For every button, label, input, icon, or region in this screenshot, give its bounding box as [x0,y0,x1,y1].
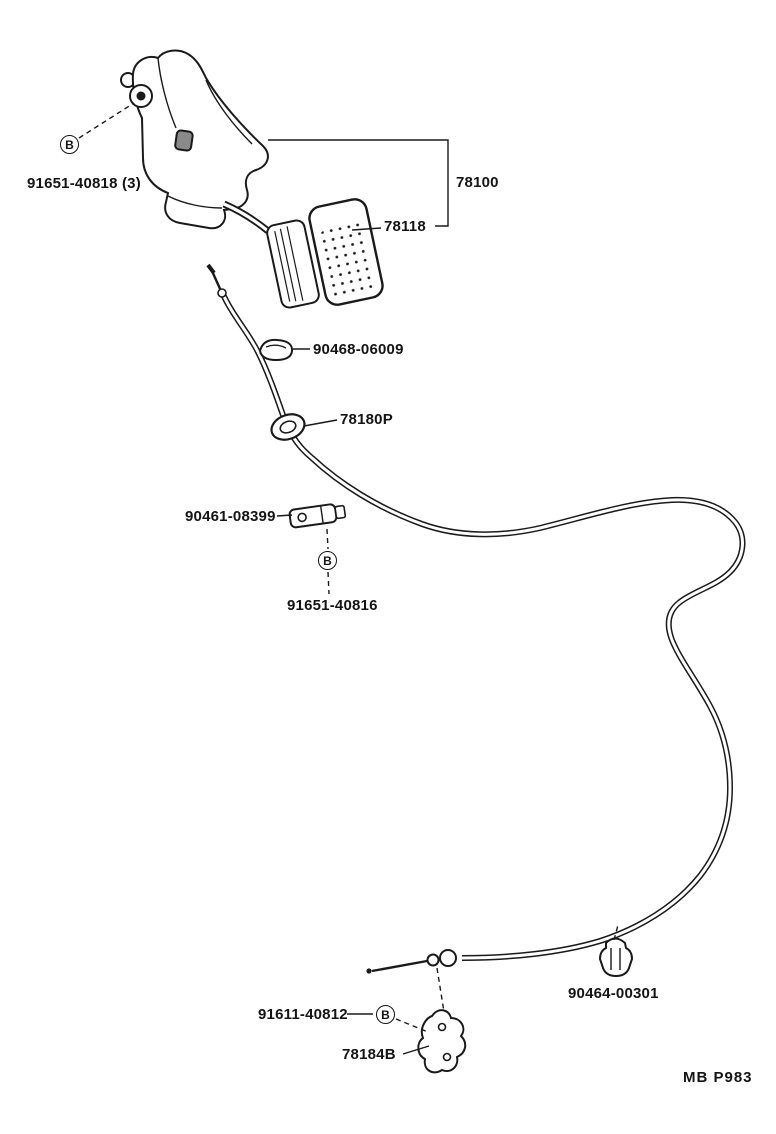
bolt-marker-b-mid: B [318,551,337,570]
pedal-bracket [120,49,269,230]
part-label-91611-40812: 91611-40812 [258,1006,348,1023]
part-label-91651-40816: 91651-40816 [287,597,378,614]
part-label-78100: 78100 [456,174,499,191]
bolt-marker-b-lower: B [376,1005,395,1024]
pedal-plate-small [266,219,320,309]
cable-bracket-78184B [417,1009,467,1074]
pedal-pad-78118 [308,198,384,306]
cable-grommet-78180P [270,413,306,441]
cable-end-fittings [366,949,457,974]
part-label-90468-06009: 90468-06009 [313,341,404,358]
cable-clamp-90461 [288,503,347,529]
part-label-90461-08399: 90461-08399 [185,508,276,525]
square-hole-icon [174,129,194,152]
control-cable [206,263,746,961]
page-code: MB P983 [683,1069,753,1086]
part-label-78184B: 78184B [342,1046,396,1063]
part-label-91651-40818: 91651-40818 (3) [27,175,141,192]
spring-clip-90468 [258,338,294,362]
dashed-reference-lines [78,102,619,1033]
part-label-78180P: 78180P [340,411,393,428]
leader-lines [268,139,449,1055]
pedal-arm [222,200,271,234]
cable-clip-90464 [598,937,634,978]
part-label-90464-00301: 90464-00301 [568,985,659,1002]
bolt-marker-b-upper: B [60,135,79,154]
part-label-78118: 78118 [384,218,426,235]
bolt-hole-icon [136,91,146,101]
